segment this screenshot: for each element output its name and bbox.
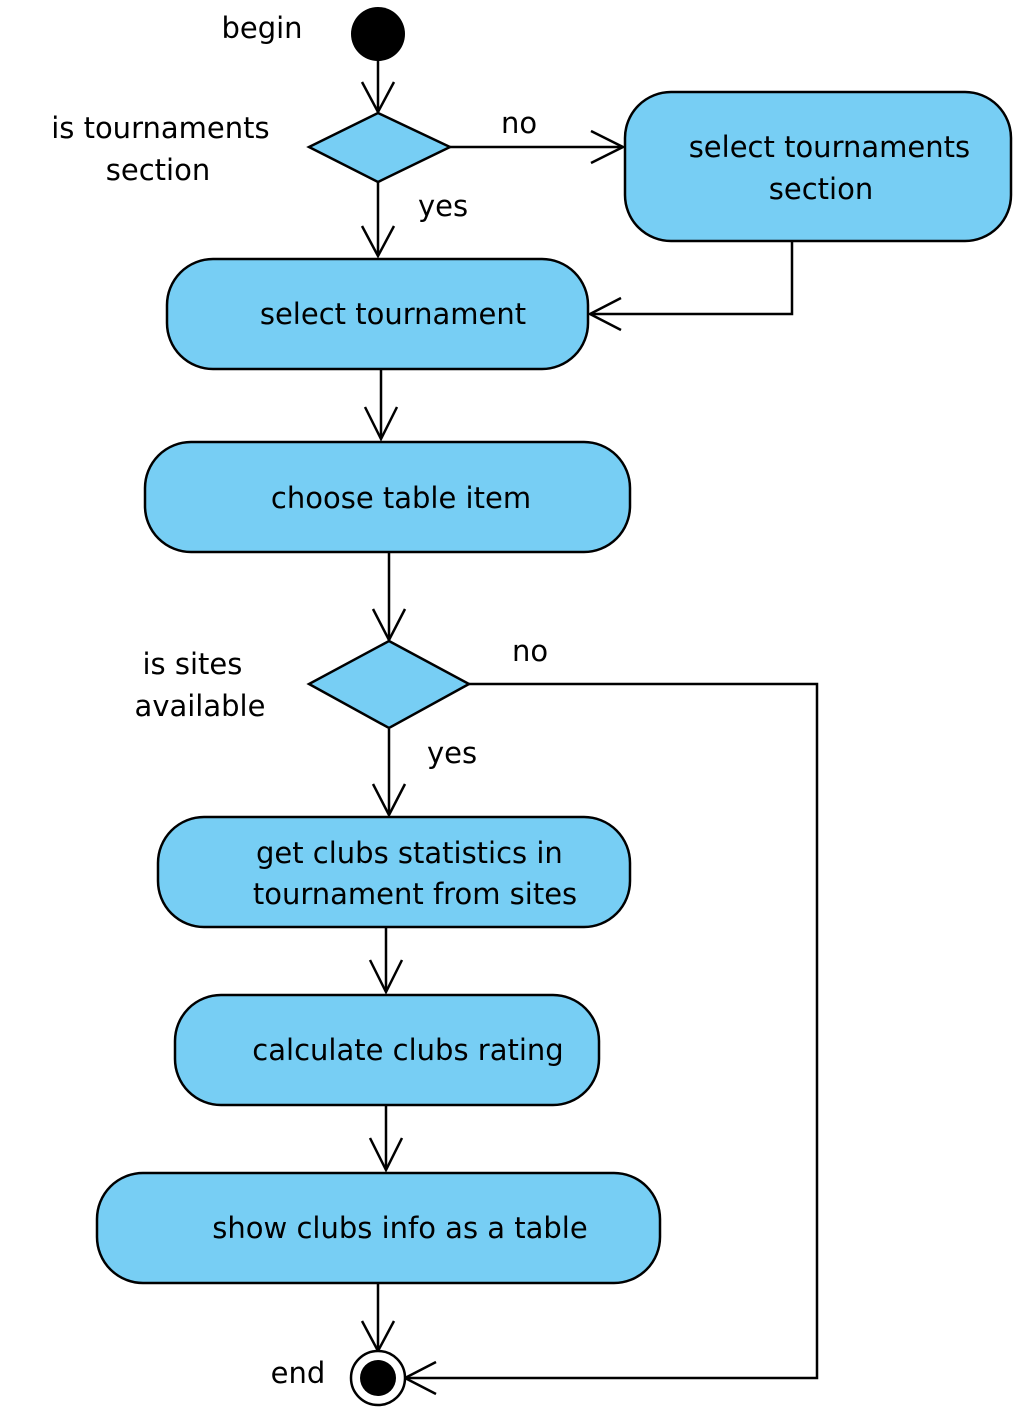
arrowhead [360,225,396,259]
action-select-tournament: select tournament [165,257,590,371]
arrowhead [371,783,407,818]
arrowhead [368,959,404,995]
action-choose-table-item: choose table item [143,440,632,554]
edge-sites-no [405,682,819,1380]
flow-edges [360,60,819,1396]
arrowhead [368,1137,404,1173]
action-get-clubs-statistics: get clubs statistics in tournament from … [156,815,632,929]
action-show-clubs-table: show clubs info as a table [95,1171,662,1285]
svg-text:select tournament: select tournament [260,297,526,331]
decision-sites-no-label: no [512,634,548,668]
arrowhead [590,129,626,165]
svg-text:calculate clubs rating: calculate clubs rating [252,1033,563,1067]
svg-text:get clubs statistics in: get clubs statistics in tournament from … [253,836,577,911]
decision-sites-label: is sites available [135,647,266,723]
action-calculate-clubs-rating: calculate clubs rating [173,993,601,1107]
decision-sites-yes-label: yes [427,736,477,770]
decision-sites-available [306,639,472,730]
start-node [351,7,405,61]
decision-tournaments-no-label: no [501,106,537,140]
end-label: end [271,1356,326,1390]
decision-tournaments-yes-label: yes [418,189,468,223]
action-select-tournaments-section: select tournaments section [623,90,1013,243]
svg-text:choose table item: choose table item [271,481,531,515]
svg-text:show clubs info as a table: show clubs info as a table [212,1211,587,1245]
end-node [349,1349,407,1407]
decision-tournaments-section [306,111,453,184]
edge-section-to-tournament [590,241,794,316]
start-label: begin [221,11,302,45]
arrowhead [587,296,622,332]
decision-tournaments-label: is tournaments section [51,111,279,187]
svg-text:select tournaments secti: select tournaments section [689,130,980,206]
arrowhead [363,406,399,442]
